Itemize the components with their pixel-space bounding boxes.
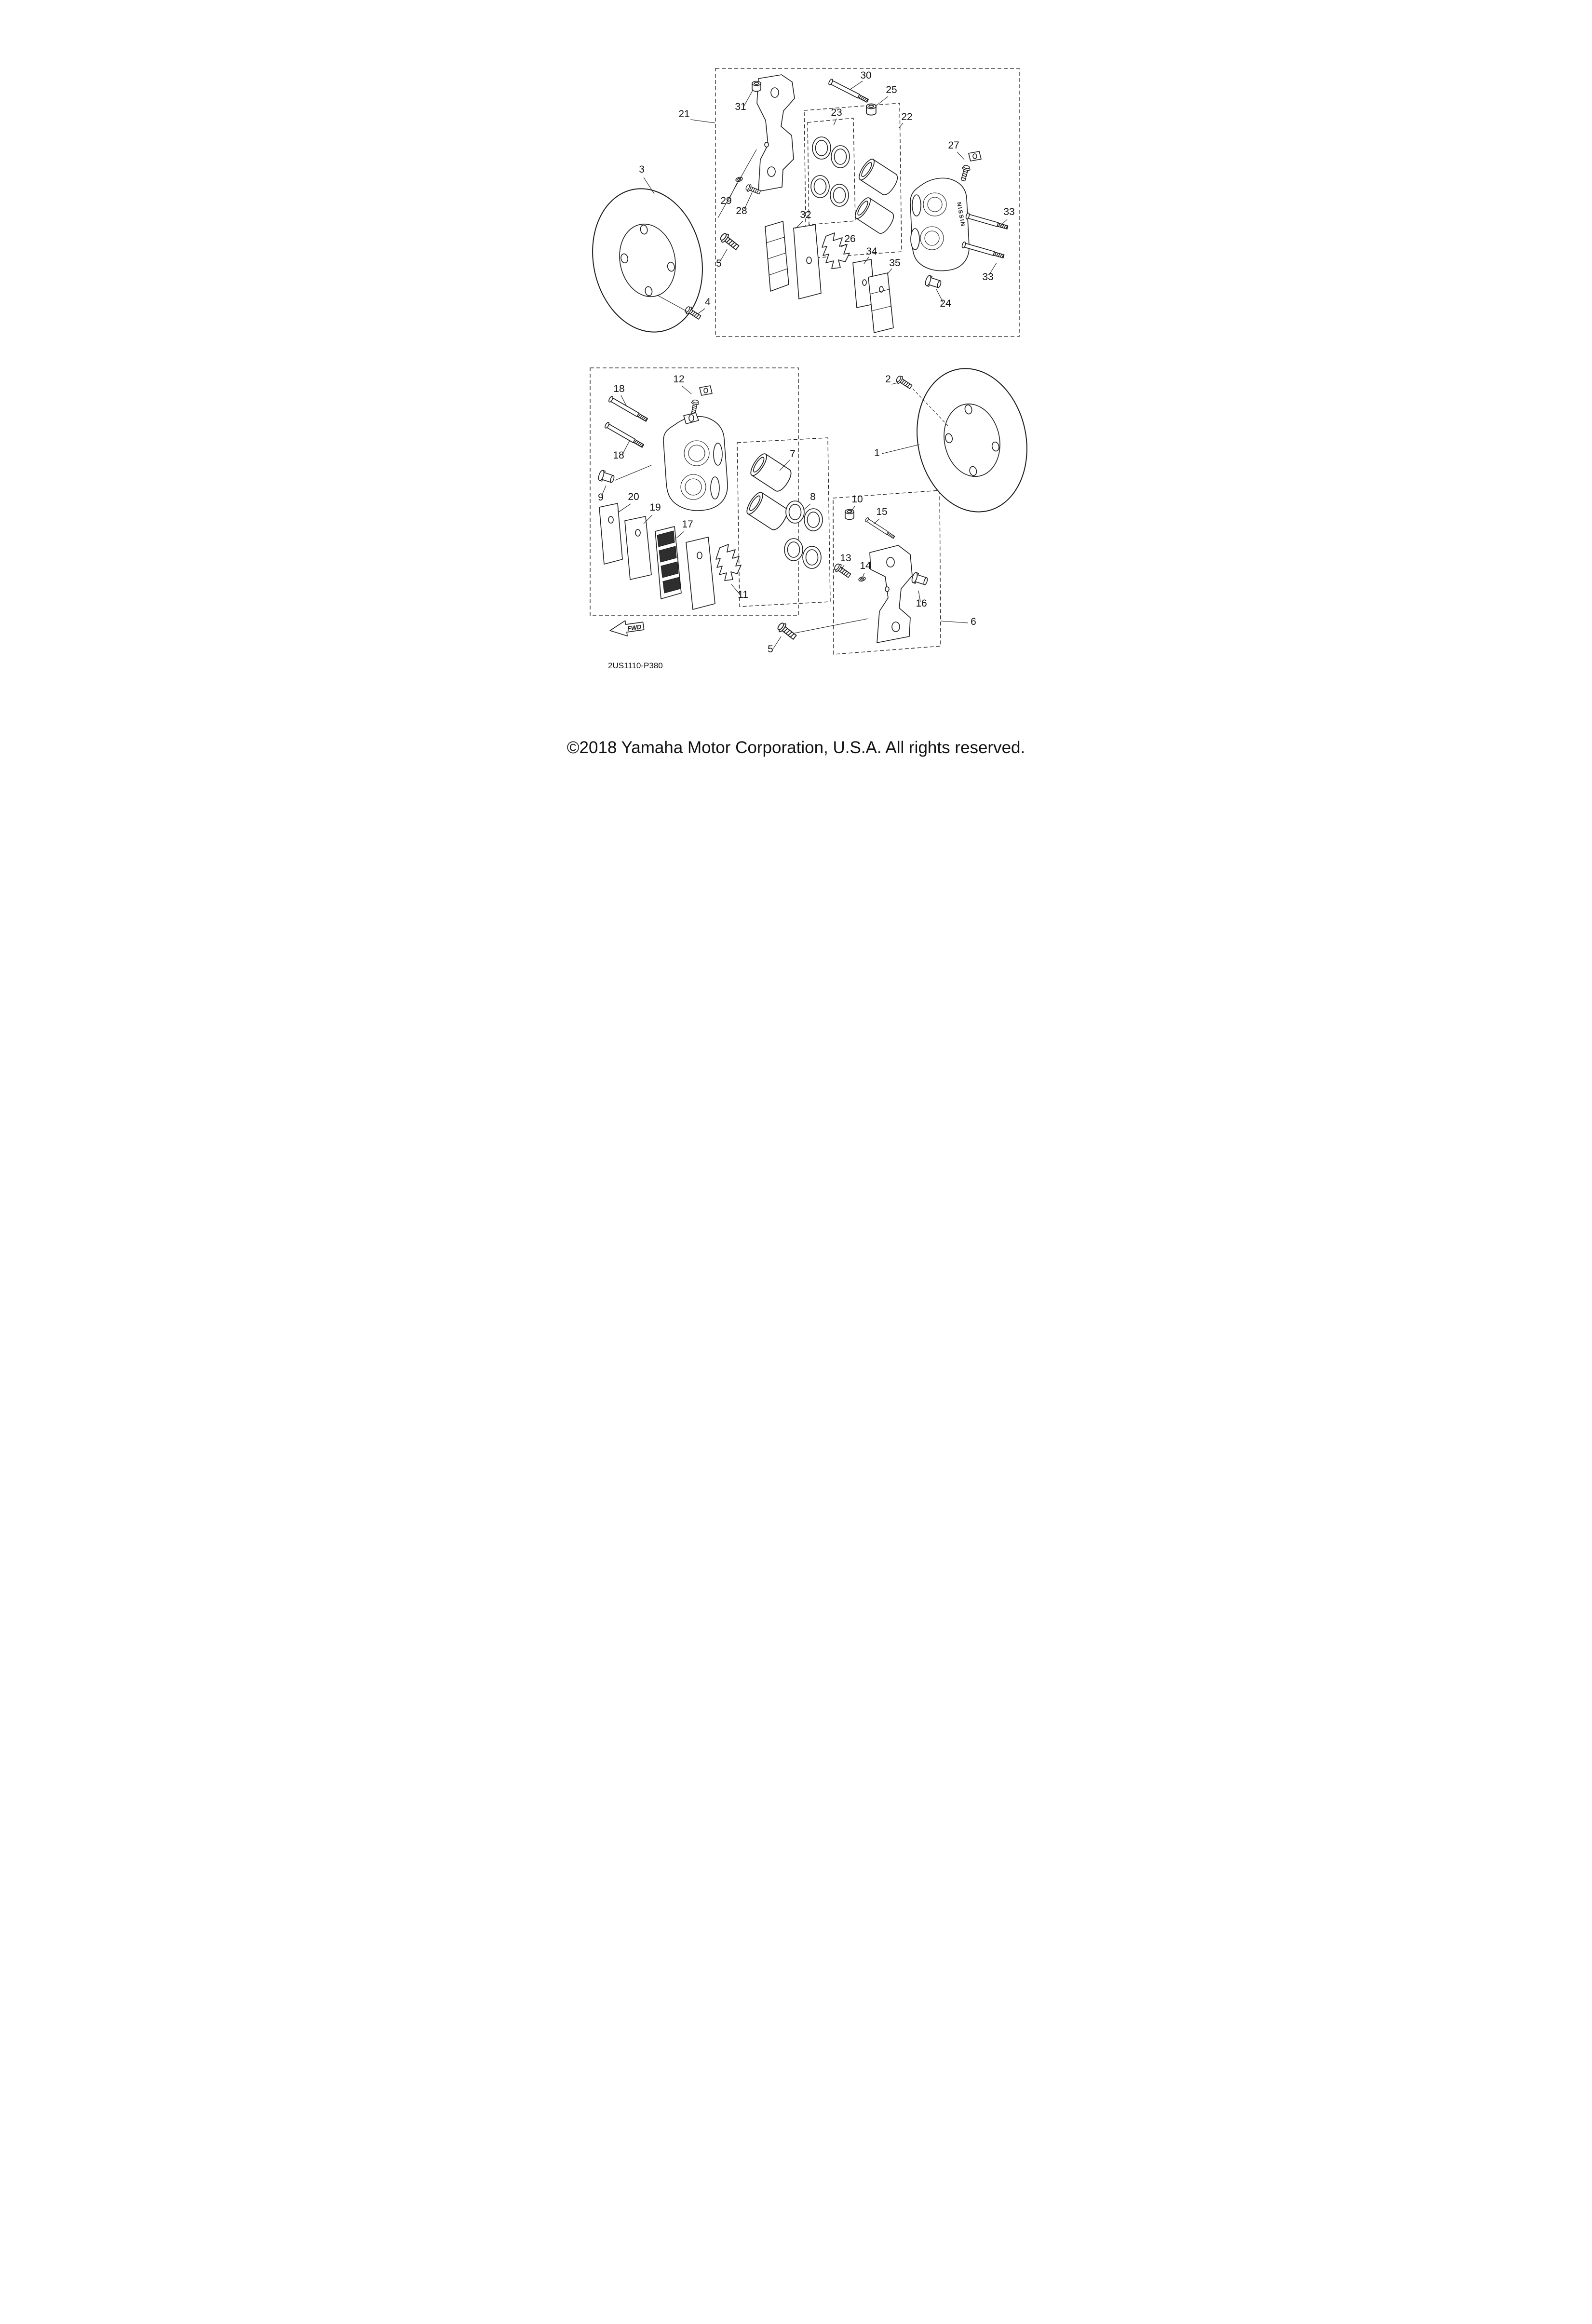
callout-26: 26 [844, 233, 855, 244]
callout-33-upper: 33 [1003, 206, 1014, 217]
exploded-parts-diagram: NISSIN [567, 68, 1040, 757]
callout-8: 8 [810, 491, 816, 502]
callout-35: 35 [889, 257, 900, 269]
part-26-pad-spring [821, 232, 850, 269]
callout-10: 10 [851, 494, 863, 505]
part-33-pin-upper [965, 212, 1009, 231]
callout-20: 20 [628, 491, 639, 502]
part-35-pad [867, 272, 894, 333]
right-caliper-assembly: NISSIN [579, 68, 1020, 343]
part-24-collar [924, 274, 943, 290]
callout-25: 25 [886, 84, 897, 95]
part-5-bolt-bottom [775, 621, 798, 642]
callout-31: 31 [735, 101, 746, 112]
part-19-shim [624, 516, 652, 580]
part-18-pin-lower [603, 421, 645, 449]
callout-33-lower: 33 [982, 271, 993, 283]
callout-11: 11 [738, 589, 748, 600]
part-18-pin-upper [607, 395, 649, 423]
part-3-brake-disc [579, 177, 716, 343]
callout-19: 19 [649, 502, 661, 513]
part-32-brake-pads [764, 221, 822, 299]
callout-labels: 30 25 31 21 23 22 27 3 29 28 33 5 32 26 … [598, 70, 1015, 655]
callout-34: 34 [866, 246, 877, 257]
part-14-washer [857, 576, 866, 582]
part-30-bolt [827, 78, 869, 104]
callout-16: 16 [916, 598, 927, 609]
assembly-box-6 [832, 490, 941, 655]
callout-28: 28 [736, 205, 747, 216]
callout-6: 6 [971, 616, 976, 627]
part-29-washer [734, 176, 743, 183]
callout-18-lower: 18 [613, 450, 624, 461]
callout-27: 27 [948, 140, 959, 151]
part-10-nut [844, 509, 854, 520]
callout-14: 14 [860, 560, 871, 571]
part-16-collar [910, 571, 929, 587]
callout-13: 13 [840, 553, 851, 564]
callout-22: 22 [901, 111, 912, 122]
part-15-bolt [864, 516, 896, 540]
fwd-arrow-icon: FWD [609, 620, 644, 636]
part-11-pad-assembly [685, 537, 742, 610]
assembly-box-23 [807, 118, 856, 225]
part-5-bolt-top [718, 231, 741, 252]
callout-23: 23 [831, 107, 842, 118]
callout-1: 1 [874, 447, 880, 459]
part-13-bolt [832, 562, 852, 580]
assembly-box-21 [715, 68, 1020, 337]
callout-30: 30 [860, 70, 871, 81]
part-12-clamp-bolt [689, 385, 713, 416]
part-20-backing-plate [598, 503, 623, 565]
assembly-box-left [589, 367, 799, 616]
drawing-part-code: 2US1110-P380 [608, 661, 663, 670]
part-2-bolt [894, 374, 914, 391]
callout-2: 2 [885, 374, 891, 385]
left-caliper-assembly: FWD [589, 357, 1040, 655]
callout-18-upper: 18 [613, 383, 624, 394]
callout-9: 9 [598, 492, 604, 503]
part-23-piston-seals [810, 136, 850, 207]
part-27-bolt-clamp [958, 151, 982, 182]
bolt-2-alignment-line [912, 388, 948, 427]
part-22-pistons [852, 156, 901, 236]
callout-29: 29 [720, 195, 731, 206]
callout-12: 12 [673, 374, 684, 385]
fwd-label: FWD [626, 623, 642, 632]
callout-3: 3 [639, 164, 645, 175]
part-6-caliper-bracket [869, 545, 913, 643]
part-17-brake-pad [654, 526, 682, 599]
callout-5-top: 5 [716, 258, 722, 269]
callout-5-bottom: 5 [768, 644, 773, 655]
callout-15: 15 [876, 506, 887, 517]
callout-32: 32 [800, 209, 811, 220]
copyright-text: ©2018 Yamaha Motor Corporation, U.S.A. A… [567, 738, 1025, 757]
left-caliper-body [662, 412, 728, 511]
part-8-piston-seals [783, 500, 823, 569]
part-31-collar [751, 81, 761, 92]
part-9-collar [597, 469, 616, 485]
part-21-caliper-bracket [756, 74, 795, 192]
parts-diagram-page: NISSIN [530, 0, 1062, 775]
right-caliper-body: NISSIN [909, 177, 970, 271]
part-25-nut [865, 103, 877, 116]
callout-24: 24 [940, 298, 951, 309]
leader-lines [601, 81, 1007, 649]
callout-4: 4 [705, 297, 711, 308]
callout-17: 17 [682, 519, 693, 530]
part-1-brake-disc [903, 357, 1040, 523]
callout-21: 21 [678, 108, 689, 120]
callout-7: 7 [790, 448, 796, 459]
